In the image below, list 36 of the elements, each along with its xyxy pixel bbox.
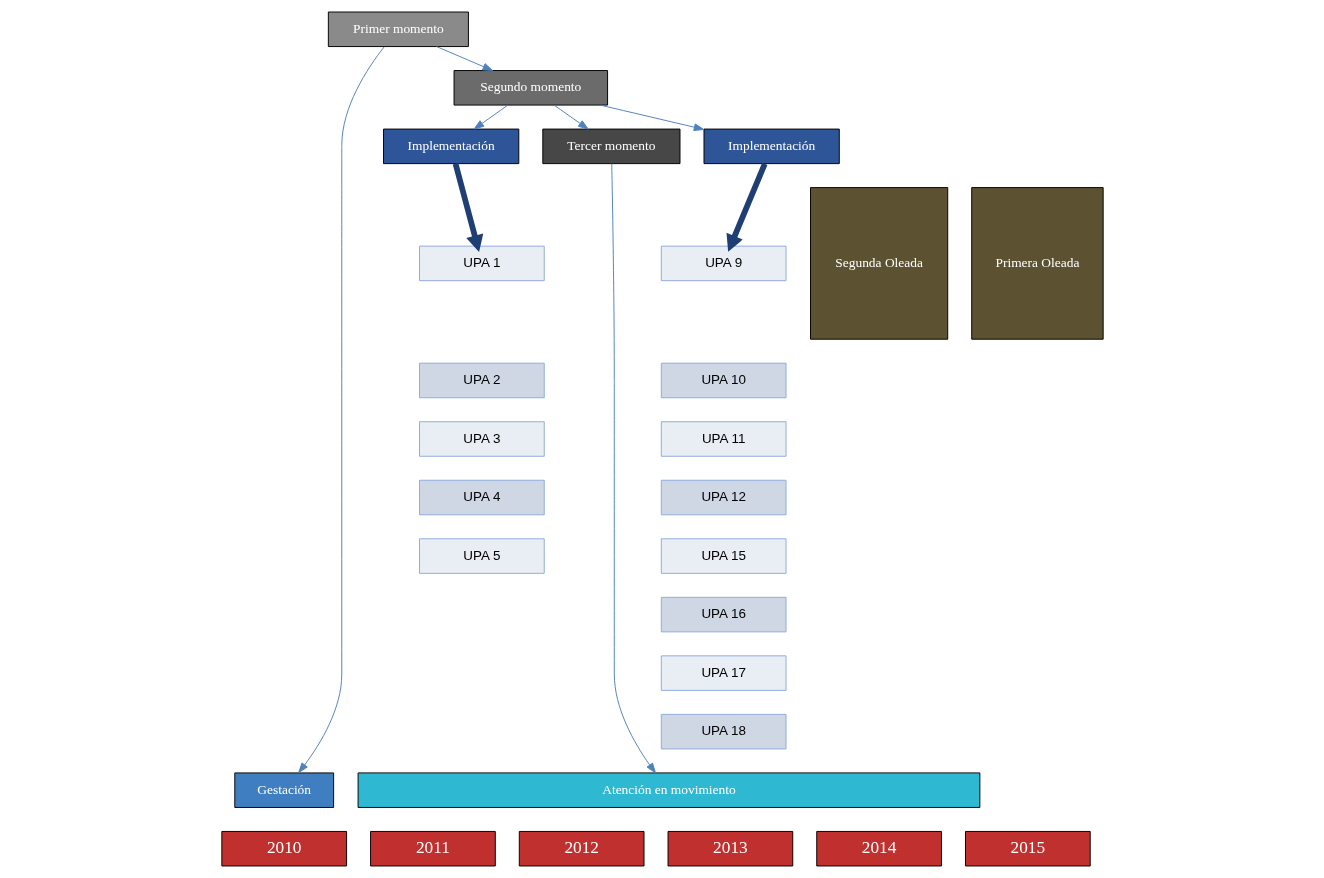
arrow: [553, 104, 589, 130]
node-box: UPA 4: [418, 479, 545, 516]
node-box: UPA 18: [660, 713, 786, 750]
node-box: 2010: [220, 830, 347, 867]
node-box: UPA 5: [418, 538, 545, 574]
arrow: [610, 163, 656, 774]
node-box: 2013: [667, 830, 793, 867]
node-box: Primera Oleada: [970, 187, 1104, 340]
arrow: [452, 163, 483, 252]
node-box: 2011: [369, 830, 496, 867]
node-box: Gestación: [233, 772, 334, 808]
node-box: UPA 15: [660, 538, 786, 574]
node-box: UPA 3: [418, 421, 545, 457]
node-box: 2015: [964, 830, 1091, 867]
node-box: UPA 17: [660, 655, 786, 691]
node-box: 2012: [518, 830, 644, 867]
node-box: Implementación: [703, 128, 840, 165]
node-box: UPA 10: [660, 362, 786, 399]
node-box: UPA 12: [660, 479, 786, 516]
arrow: [599, 104, 704, 131]
node-box: UPA 16: [660, 596, 786, 633]
arrow: [435, 46, 493, 71]
node-box: Atención en movimiento: [357, 772, 980, 808]
node-box: UPA 9: [660, 245, 786, 282]
node-box: 2014: [815, 830, 942, 867]
node-box: Tercer momento: [541, 128, 680, 165]
node-box: UPA 2: [418, 362, 545, 399]
node-box: UPA 1: [418, 245, 545, 282]
node-box: Primer momento: [327, 11, 469, 48]
arrow: [725, 162, 767, 252]
arrow: [473, 104, 508, 130]
node-box: Implementación: [382, 128, 519, 165]
arrow: [297, 46, 385, 774]
node-box: UPA 11: [660, 421, 786, 457]
node-box: Segunda Oleada: [809, 187, 948, 340]
node-box: Segundo momento: [453, 70, 608, 106]
